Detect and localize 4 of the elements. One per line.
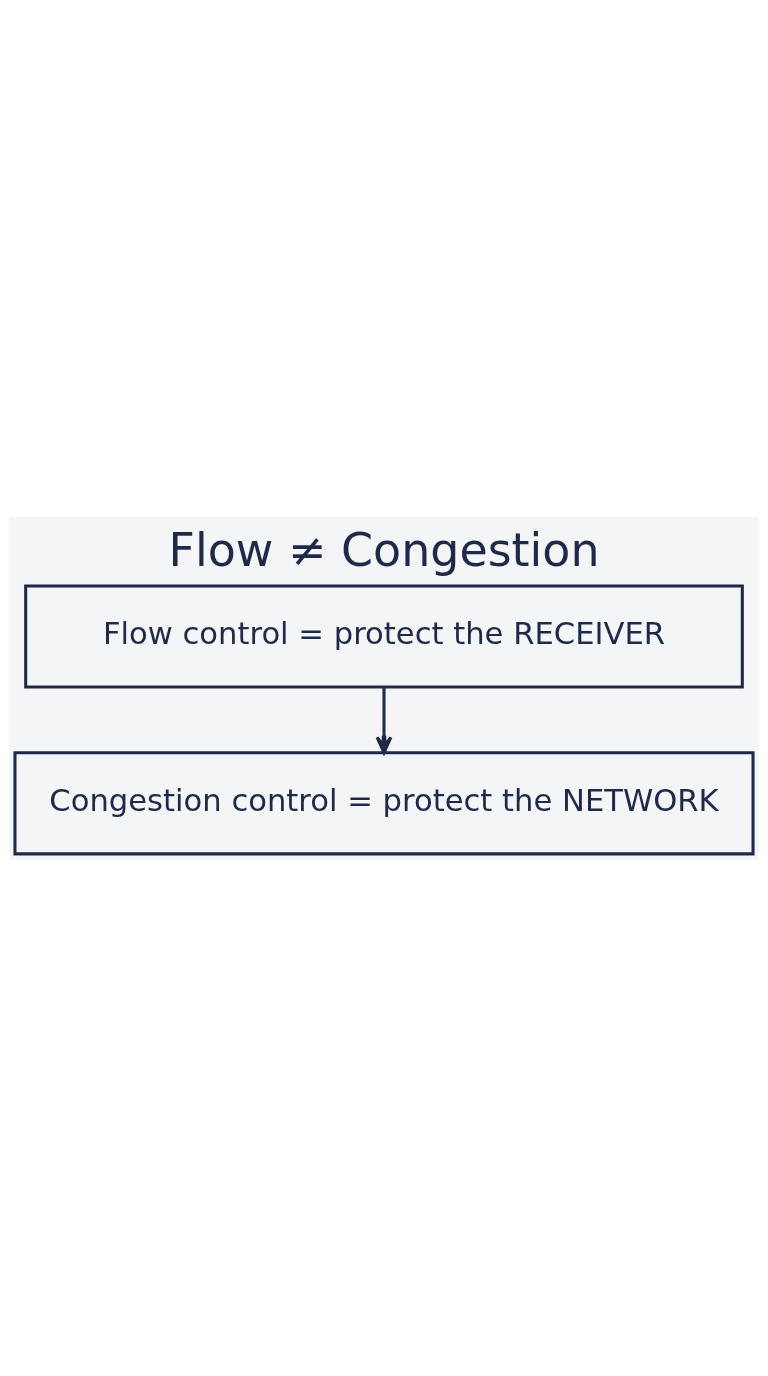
node-box: Flow control = protect the RECEIVER [24,583,744,688]
diagram-title: Flow ≠ Congestion [168,522,600,577]
node-box: Congestion control = protect the NETWORK [13,750,755,855]
arrow [375,686,393,754]
